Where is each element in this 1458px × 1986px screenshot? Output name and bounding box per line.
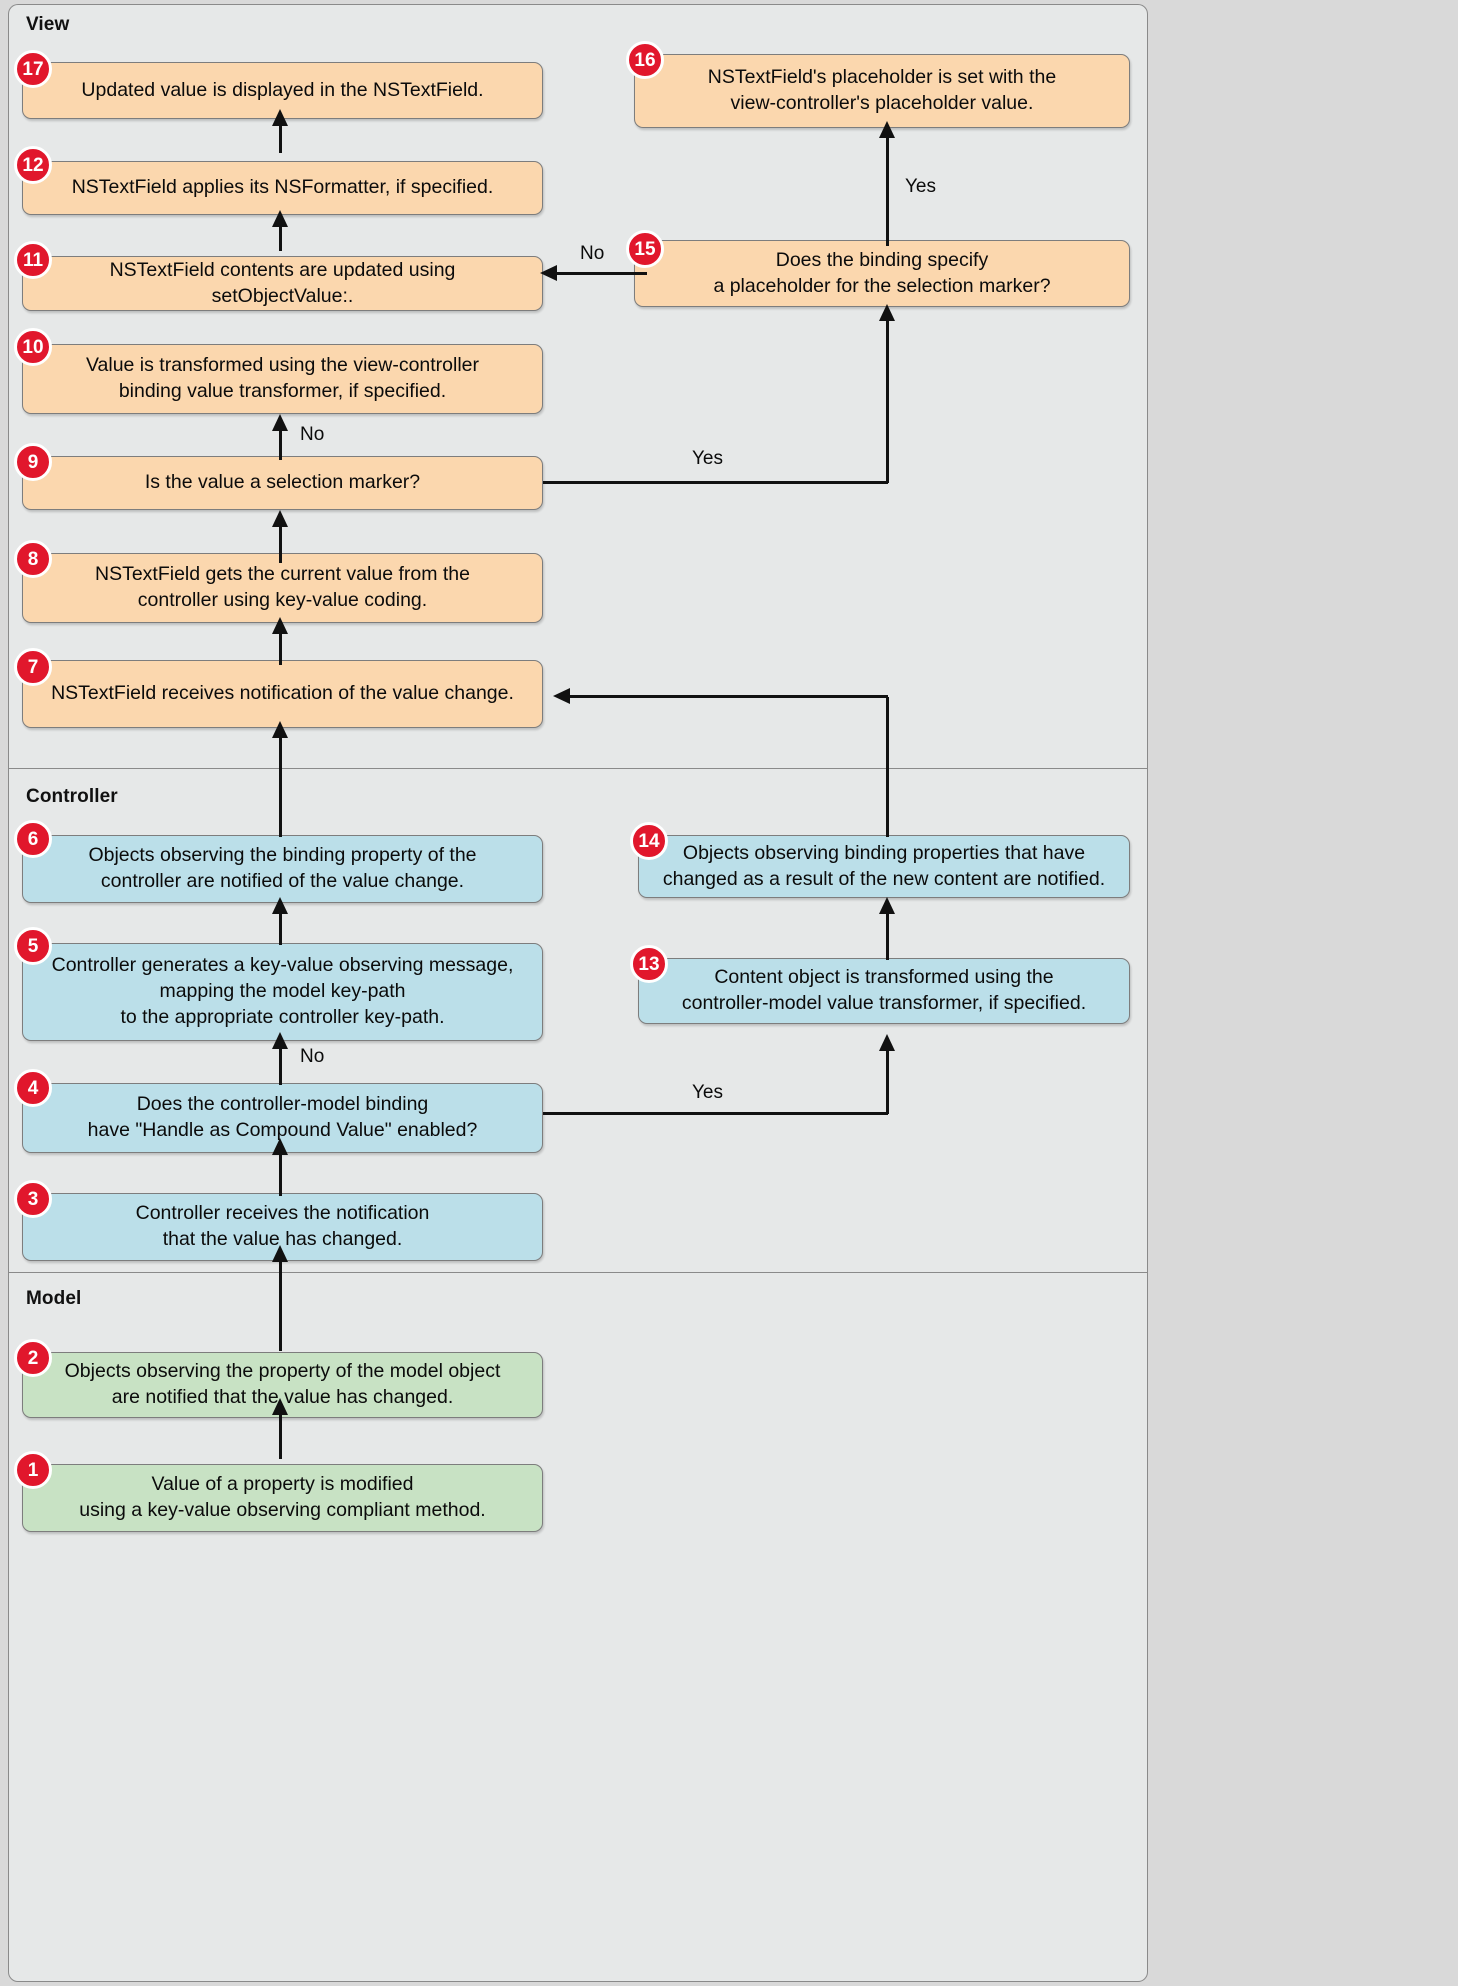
arrowhead-6-to-7 <box>272 721 288 738</box>
edge-label-9-yes: Yes <box>692 448 723 469</box>
edge-label-4-no: No <box>300 1046 325 1067</box>
arrowhead-13-to-14 <box>879 897 895 914</box>
step-box-13[interactable]: Content object is transformed using the … <box>638 958 1130 1024</box>
connector-4-yes-horizontal <box>543 1112 888 1115</box>
connector-6-to-7 <box>279 729 282 837</box>
step-box-9-text: Is the value a selection marker? <box>144 471 421 494</box>
connector-4-to-5 <box>279 1040 282 1085</box>
step-badge-6: 6 <box>14 820 52 858</box>
step-box-15-text: Does the binding specify a placeholder f… <box>713 248 1051 297</box>
arrowhead-11-to-12 <box>272 210 288 227</box>
connector-9-to-10 <box>279 422 282 460</box>
step-box-5[interactable]: Controller generates a key-value observi… <box>22 943 543 1041</box>
edge-label-15-yes: Yes <box>905 176 936 197</box>
step-box-2-text: Objects observing the property of the mo… <box>64 1360 501 1408</box>
step-box-1-text: Value of a property is modified using a … <box>79 1473 486 1521</box>
connector-8-to-9 <box>279 518 282 563</box>
connector-14-to-7-vertical <box>886 697 889 837</box>
step-box-11-text: NSTextField contents are updated using s… <box>109 258 456 307</box>
connector-11-to-12 <box>279 218 282 251</box>
step-box-7-text: NSTextField receives notification of the… <box>51 682 514 705</box>
step-box-7[interactable]: NSTextField receives notification of the… <box>22 660 543 728</box>
connector-3-to-4 <box>279 1146 282 1196</box>
step-badge-17: 17 <box>14 50 52 88</box>
step-box-6-text: Objects observing the binding property o… <box>88 844 477 892</box>
connector-12-to-17 <box>279 117 282 153</box>
connector-15-no-horizontal <box>557 272 647 275</box>
step-box-12[interactable]: NSTextField applies its NSFormatter, if … <box>22 161 543 215</box>
arrowhead-7-to-8 <box>272 617 288 634</box>
step-box-10[interactable]: Value is transformed using the view-cont… <box>22 344 543 414</box>
arrowhead-9-to-15 <box>879 304 895 321</box>
step-box-11[interactable]: NSTextField contents are updated using s… <box>22 256 543 311</box>
connector-1-to-2 <box>279 1406 282 1459</box>
step-badge-2: 2 <box>14 1339 52 1377</box>
step-box-15[interactable]: Does the binding specify a placeholder f… <box>634 240 1130 307</box>
step-box-3-text: Controller receives the notification tha… <box>135 1202 430 1250</box>
arrowhead-15-to-16 <box>879 121 895 138</box>
step-box-17-text: Updated value is displayed in the NSText… <box>81 78 484 101</box>
step-badge-10: 10 <box>14 328 52 366</box>
step-badge-15: 15 <box>626 230 664 268</box>
connector-4-yes-vertical <box>886 1042 889 1114</box>
arrowhead-1-to-2 <box>272 1398 288 1415</box>
step-box-14[interactable]: Objects observing binding properties tha… <box>638 835 1130 898</box>
step-badge-1: 1 <box>14 1451 52 1489</box>
step-box-8[interactable]: NSTextField gets the current value from … <box>22 553 543 623</box>
step-box-10-text: Value is transformed using the view-cont… <box>85 354 480 402</box>
connector-9-yes-vertical <box>886 312 889 483</box>
step-badge-5: 5 <box>14 927 52 965</box>
connector-15-yes-vertical <box>886 129 889 246</box>
arrowhead-2-to-3 <box>272 1245 288 1262</box>
arrowhead-4-to-5 <box>272 1032 288 1049</box>
connector-14-to-7-horizontal <box>570 695 888 698</box>
layer-title-controller: Controller <box>26 786 118 807</box>
connector-13-to-14 <box>886 905 889 960</box>
layer-model <box>8 1272 1148 1982</box>
step-box-4-text: Does the controller-model binding have "… <box>87 1093 478 1141</box>
edge-label-4-yes: Yes <box>692 1082 723 1103</box>
arrowhead-4-to-13 <box>879 1034 895 1051</box>
step-box-9[interactable]: Is the value a selection marker? <box>22 456 543 510</box>
connector-9-yes-horizontal <box>543 481 888 484</box>
step-box-16[interactable]: NSTextField's placeholder is set with th… <box>634 54 1130 128</box>
connector-5-to-6 <box>279 905 282 945</box>
layer-title-view: View <box>26 14 70 35</box>
arrowhead-15-to-11 <box>540 265 557 281</box>
step-box-12-text: NSTextField applies its NSFormatter, if … <box>71 176 494 199</box>
step-box-1[interactable]: Value of a property is modified using a … <box>22 1464 543 1532</box>
step-badge-12: 12 <box>14 146 52 184</box>
edge-label-9-no: No <box>300 424 325 445</box>
connector-7-to-8 <box>279 625 282 665</box>
step-box-8-text: NSTextField gets the current value from … <box>94 563 470 611</box>
connector-2-to-3 <box>279 1253 282 1351</box>
layer-title-model: Model <box>26 1288 82 1309</box>
step-box-13-text: Content object is transformed using the … <box>681 966 1087 1014</box>
step-badge-3: 3 <box>14 1180 52 1218</box>
step-badge-14: 14 <box>630 822 668 860</box>
arrowhead-12-to-17 <box>272 109 288 126</box>
step-badge-7: 7 <box>14 648 52 686</box>
arrowhead-9-to-10 <box>272 414 288 431</box>
step-badge-8: 8 <box>14 540 52 578</box>
step-box-16-text: NSTextField's placeholder is set with th… <box>707 66 1057 114</box>
step-badge-11: 11 <box>14 241 52 279</box>
edge-label-15-no: No <box>580 243 605 264</box>
step-box-5-text: Controller generates a key-value observi… <box>51 954 514 1028</box>
step-badge-4: 4 <box>14 1069 52 1107</box>
arrowhead-14-to-7 <box>553 688 570 704</box>
step-box-14-text: Objects observing binding properties tha… <box>662 841 1106 890</box>
arrowhead-3-to-4 <box>272 1138 288 1155</box>
step-badge-9: 9 <box>14 443 52 481</box>
arrowhead-5-to-6 <box>272 897 288 914</box>
arrowhead-8-to-9 <box>272 510 288 527</box>
step-badge-13: 13 <box>630 945 668 983</box>
step-box-6[interactable]: Objects observing the binding property o… <box>22 835 543 903</box>
step-badge-16: 16 <box>626 41 664 79</box>
